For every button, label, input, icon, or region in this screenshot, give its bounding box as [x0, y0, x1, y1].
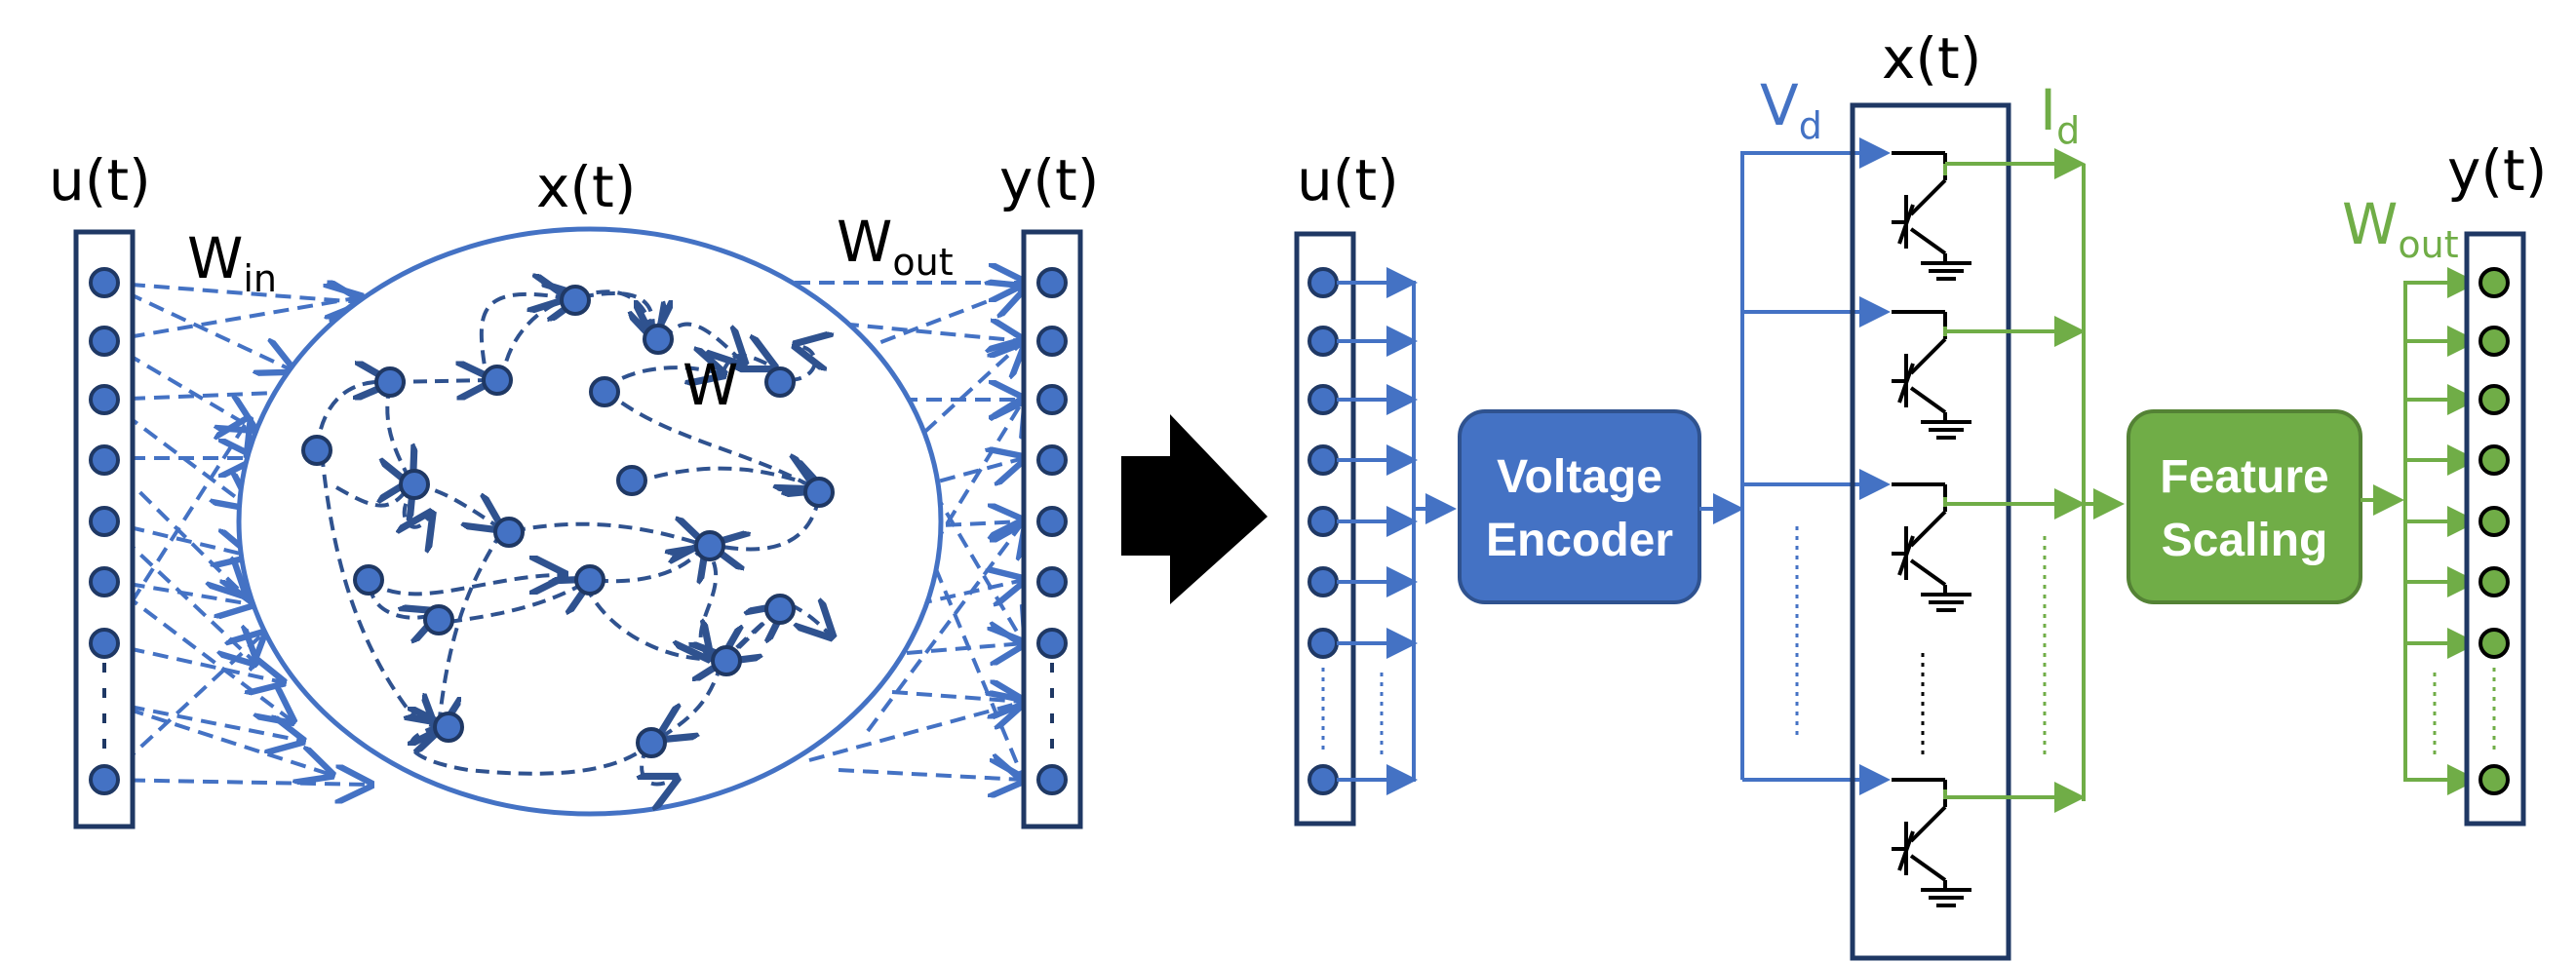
right-output-label: y(t)	[2447, 137, 2547, 204]
left-output-label: y(t)	[999, 147, 1099, 213]
wout-label-left: Wout	[837, 209, 954, 284]
ferroelectric-devices	[1892, 151, 1971, 907]
win-label: Win	[187, 225, 277, 300]
input-node	[89, 267, 120, 298]
hw-output-node	[2478, 628, 2510, 659]
reservoir-node	[711, 645, 742, 676]
input-node	[89, 506, 120, 537]
device-1	[1892, 151, 1971, 281]
reservoir-node	[482, 365, 513, 396]
voltage-encoder-line2: Encoder	[1486, 515, 1673, 566]
reservoir-circle	[236, 226, 944, 817]
output-node	[1036, 267, 1068, 298]
id-label: Id	[2040, 77, 2080, 152]
input-layer-nodes	[89, 267, 120, 795]
output-node	[1036, 326, 1068, 357]
reservoir-nodes	[301, 285, 835, 758]
wout-bus	[2361, 267, 2478, 795]
hw-input-node	[1308, 444, 1339, 476]
hw-input-node	[1308, 764, 1339, 795]
reservoir-panel: u(t) x(t) y(t) Win Wout W	[49, 147, 1099, 829]
reservoir-node	[423, 604, 454, 635]
reservoir-node	[803, 477, 835, 508]
output-node	[1036, 444, 1068, 476]
reservoir-node	[353, 564, 384, 596]
right-input-label: u(t)	[1297, 147, 1399, 213]
reservoir-node	[636, 727, 667, 758]
feature-scaling-block: Feature Scaling	[2127, 409, 2362, 604]
vd-label: Vd	[1760, 72, 1822, 147]
voltage-encoder-block: Voltage Encoder	[1458, 409, 1701, 604]
hw-output-node	[2478, 326, 2510, 357]
hw-output-node	[2478, 506, 2510, 537]
output-node	[1036, 566, 1068, 597]
input-node	[89, 444, 120, 476]
hw-input-node	[1308, 326, 1339, 357]
hw-input-node	[1308, 267, 1339, 298]
feature-scaling-line1: Feature	[2160, 451, 2328, 503]
reservoir-node	[616, 465, 647, 496]
output-node	[1036, 384, 1068, 415]
transform-arrow	[1121, 414, 1268, 604]
reservoir-node	[374, 366, 406, 398]
output-node	[1036, 764, 1068, 795]
voltage-encoder-line1: Voltage	[1497, 451, 1662, 503]
input-node	[89, 764, 120, 795]
left-input-label: u(t)	[49, 147, 151, 213]
hw-input-node	[1308, 384, 1339, 415]
device-2	[1892, 310, 1971, 440]
input-node	[89, 384, 120, 415]
input-node	[89, 628, 120, 659]
reservoir-node	[433, 712, 464, 743]
feature-scaling-line2: Scaling	[2162, 515, 2328, 566]
hw-input-node	[1308, 628, 1339, 659]
left-state-label: x(t)	[536, 154, 636, 220]
output-node	[1036, 506, 1068, 537]
hw-output-node	[2478, 566, 2510, 597]
input-node	[89, 566, 120, 597]
reservoir-node	[694, 530, 725, 561]
reservoir-node	[764, 366, 796, 398]
reservoir-node	[764, 594, 796, 625]
hw-output-node	[2478, 764, 2510, 795]
reservoir-node	[643, 324, 674, 355]
input-node	[89, 326, 120, 357]
hw-input-node	[1308, 566, 1339, 597]
hardware-panel: Voltage Encoder	[1294, 25, 2547, 961]
device-4	[1892, 778, 1971, 907]
id-bus	[1943, 148, 2125, 813]
device-array-box	[1850, 102, 2011, 961]
reservoir-node	[399, 469, 430, 500]
hw-output-nodes	[2478, 267, 2510, 795]
vd-bus	[1699, 137, 1891, 795]
output-node	[1036, 628, 1068, 659]
reservoir-node	[574, 564, 605, 596]
reservoir-w-label: W	[683, 352, 738, 418]
hw-output-node	[2478, 384, 2510, 415]
hw-input-bus	[1337, 267, 1457, 795]
hw-input-node	[1308, 506, 1339, 537]
output-layer-nodes	[1036, 267, 1068, 795]
hw-output-node	[2478, 444, 2510, 476]
reservoir-node	[493, 517, 525, 548]
wout-label-right: Wout	[2342, 191, 2459, 266]
hw-output-node	[2478, 267, 2510, 298]
right-state-label: x(t)	[1882, 25, 1981, 92]
reservoir-node	[589, 376, 620, 407]
reservoir-node	[560, 285, 591, 316]
reservoir-node	[301, 435, 332, 466]
